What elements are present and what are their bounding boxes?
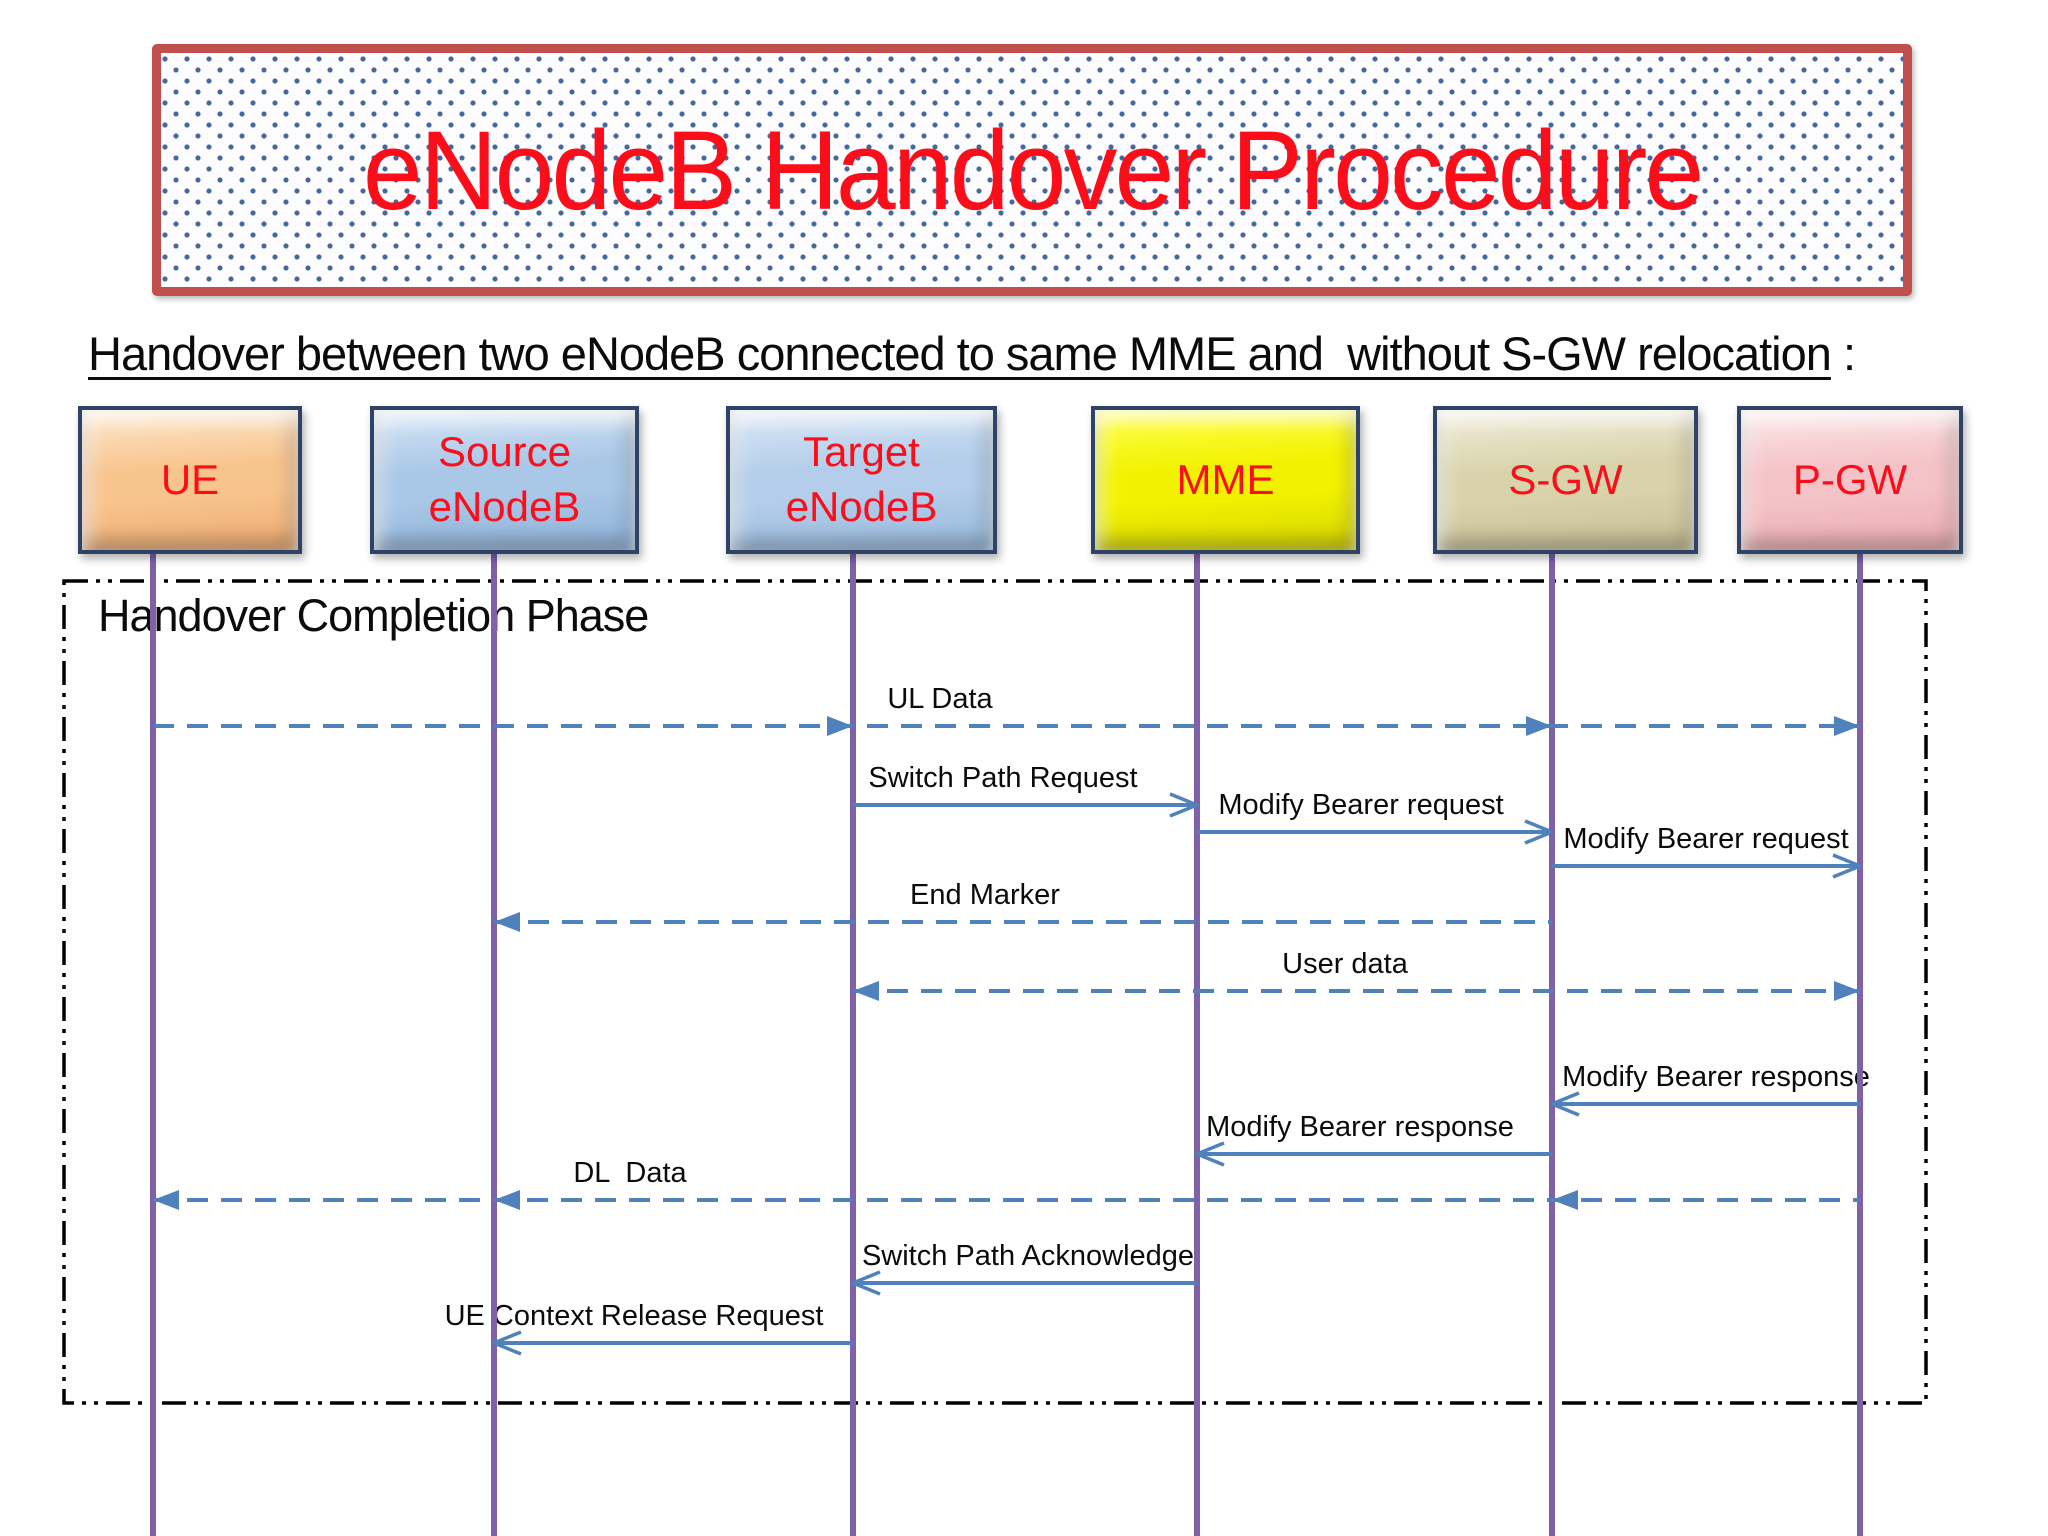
arrowhead-filled [1834,981,1860,1001]
arrowhead-open [1550,1091,1580,1117]
message-arrow [1550,1091,1860,1117]
arrowhead-filled [494,1190,520,1210]
actor-sgw: S-GW [1433,406,1698,554]
phase-box [62,579,1928,1405]
actor-pgw: P-GW [1737,406,1963,554]
message-label: End Marker [910,879,1060,911]
message-label: Switch Path Acknowledge [861,1240,1195,1272]
message-arrow [853,981,1860,1001]
phase-label: Handover Completion Phase [98,590,649,641]
actor-label: S-GW [1508,455,1623,503]
actor-ue: UE [78,406,302,554]
actor-mme: MME [1091,406,1360,554]
subtitle-text: Handover between two eNodeB connected to… [88,327,1832,380]
message-arrow [494,912,1552,932]
message-arrow [853,792,1199,818]
message-arrow [851,1270,1197,1296]
subtitle-colon: : [1830,327,1856,380]
arrowhead-filled [853,981,879,1001]
message-label: UL Data [887,683,993,715]
message-arrow [1552,853,1862,879]
subtitle: Handover between two eNodeB connected to… [88,326,1856,381]
arrowhead-filled [1552,1190,1578,1210]
actor-label: P-GW [1792,455,1908,503]
arrowhead-open [492,1330,522,1356]
actor-label: Source eNodeB [428,428,581,530]
arrowhead-filled [1834,716,1860,736]
message-label: Modify Bearer response [1206,1111,1514,1143]
actor-label: Target eNodeB [785,428,938,530]
arrowhead-filled [827,716,853,736]
arrowhead-filled [494,912,520,932]
arrowhead-open [1832,853,1862,879]
arrowhead-open [851,1270,881,1296]
message-arrow [1195,1141,1552,1167]
actor-label: UE [160,455,220,503]
arrowhead-open [1524,819,1554,845]
message-label: Modify Bearer request [1563,823,1849,855]
actor-source-enodeb: Source eNodeB [370,406,639,554]
message-arrow [153,1190,1860,1210]
message-label: User data [1282,948,1408,980]
message-arrow [1197,819,1554,845]
message-label: UE Context Release Request [444,1300,824,1332]
title-box: eNodeB Handover Procedure [152,44,1912,296]
actor-target-enodeb: Target eNodeB [726,406,997,554]
message-label: Switch Path Request [868,762,1138,794]
actor-label: MME [1176,455,1275,503]
message-arrow [492,1330,853,1356]
message-label: Modify Bearer request [1218,789,1504,821]
message-arrow [153,716,1860,736]
arrowhead-open [1169,792,1199,818]
arrowhead-open [1195,1141,1225,1167]
arrowhead-filled [153,1190,179,1210]
arrowhead-filled [1526,716,1552,736]
message-label: Modify Bearer response [1562,1061,1870,1093]
page-title: eNodeB Handover Procedure [362,107,1704,233]
message-label: DL Data [573,1157,687,1189]
